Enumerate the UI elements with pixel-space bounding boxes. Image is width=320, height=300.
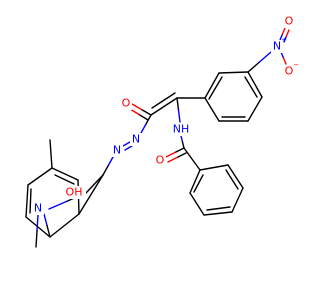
n-methyl-bond — [36, 214, 39, 232]
ring-b-bond — [189, 169, 201, 194]
nitro-nitrogen: N — [273, 40, 281, 53]
nitro-no-double — [283, 35, 288, 43]
azo-n1-bg — [130, 133, 142, 146]
atom-label-layer: N + O O − O N N NH O OH N — [32, 15, 299, 215]
benz-c7-c7a-bond — [25, 216, 51, 238]
azo-c3-bond — [107, 156, 114, 167]
ring-b-bond — [203, 211, 233, 216]
c-nh-bond — [177, 109, 181, 123]
c3-c2-bond — [85, 174, 104, 194]
c2-n1-bond — [48, 200, 69, 210]
molecule-structure: N + O O − O N N NH O OH N — [25, 15, 299, 248]
ring-b-bond — [231, 187, 244, 213]
azo-nitrogen-1: N — [132, 133, 140, 146]
acyl-co-double — [138, 113, 149, 121]
ring-a-bond — [204, 97, 220, 122]
azo-nitrogen-2: N — [113, 144, 121, 157]
ring-a-inner — [208, 76, 223, 100]
azo-c3-bond — [102, 165, 109, 176]
n-methyl-bond — [35, 230, 38, 248]
ring-b-inner — [193, 174, 204, 193]
acyl-co-double — [131, 103, 143, 111]
ring-b-bond — [199, 164, 229, 171]
nitro-no-double — [279, 33, 284, 41]
n1-c7a-bond — [46, 224, 51, 238]
nitro-no-double — [285, 29, 290, 37]
benzoyl-co-double — [165, 151, 176, 158]
c7a-c3a-bond — [49, 213, 80, 238]
nitro-oxygen-top: O — [285, 15, 294, 28]
indole-n-bg — [32, 202, 44, 215]
ring-b-bond — [227, 164, 244, 189]
nh-c-bond — [180, 135, 184, 143]
acyl-cn-bond — [140, 123, 147, 134]
hydroxy-group: OH — [66, 186, 83, 199]
azo-double — [122, 141, 131, 147]
amide-nh: NH — [173, 123, 190, 136]
nitro-no-double — [281, 27, 286, 35]
nitro-no-single — [282, 57, 287, 65]
benzoyl-co-double — [167, 156, 178, 163]
benzoyl-co-double — [176, 152, 187, 159]
ring-methyl-bond — [49, 139, 53, 169]
aryl-nitro-bond — [247, 61, 261, 73]
benzoyl-co-double — [174, 147, 185, 154]
bond-layer — [25, 27, 290, 248]
azo-n2-bg — [111, 144, 123, 157]
benzoyl-oxygen: O — [156, 154, 165, 167]
c-phenyl-bond — [183, 147, 201, 171]
acyl-co-double — [140, 108, 152, 116]
acyl-cn-bond — [145, 114, 152, 125]
nitro-oxygen-bottom: O — [285, 65, 294, 78]
nitro-o-bottom-bg — [283, 65, 295, 78]
benz-inner — [54, 174, 75, 185]
ring-a-bond — [204, 72, 220, 99]
benzoyl-o-bg — [154, 154, 166, 167]
nitro-oxygen-charge: − — [293, 61, 299, 69]
ring-a-inner — [244, 76, 258, 98]
c3a-c3-bond — [78, 174, 104, 215]
ring-b-inner — [206, 206, 231, 211]
nitro-o-top-bg — [283, 15, 295, 28]
nh-c-bond — [181, 141, 185, 149]
benz-c5-c6-bond — [27, 167, 53, 186]
benz-inner — [29, 188, 32, 214]
ring-b-inner — [225, 169, 239, 190]
aryl-nitro-bond — [258, 51, 272, 63]
n1-c7a-bond — [43, 213, 48, 227]
alkene-bond — [150, 97, 178, 116]
acyl-oxygen: O — [122, 97, 131, 110]
hydroxy-bg — [62, 186, 86, 199]
ring-a-bond — [247, 71, 263, 98]
c-nh-bond — [176, 97, 180, 111]
ring-a-bond — [218, 71, 249, 74]
indole-nitrogen: N — [34, 202, 42, 215]
benz-c4-c5-bond — [51, 167, 79, 181]
azo-double — [124, 145, 133, 151]
ring-a-bond — [247, 96, 263, 122]
acyl-o-bg — [120, 97, 132, 110]
ring-b-bond — [189, 192, 205, 216]
alkene-inner — [151, 92, 176, 109]
benz-c6-c7-bond — [25, 184, 29, 218]
nitro-nitrogen-charge: + — [281, 36, 287, 44]
nitro-n-bg — [271, 40, 283, 53]
amide-nh-bg — [170, 123, 192, 136]
